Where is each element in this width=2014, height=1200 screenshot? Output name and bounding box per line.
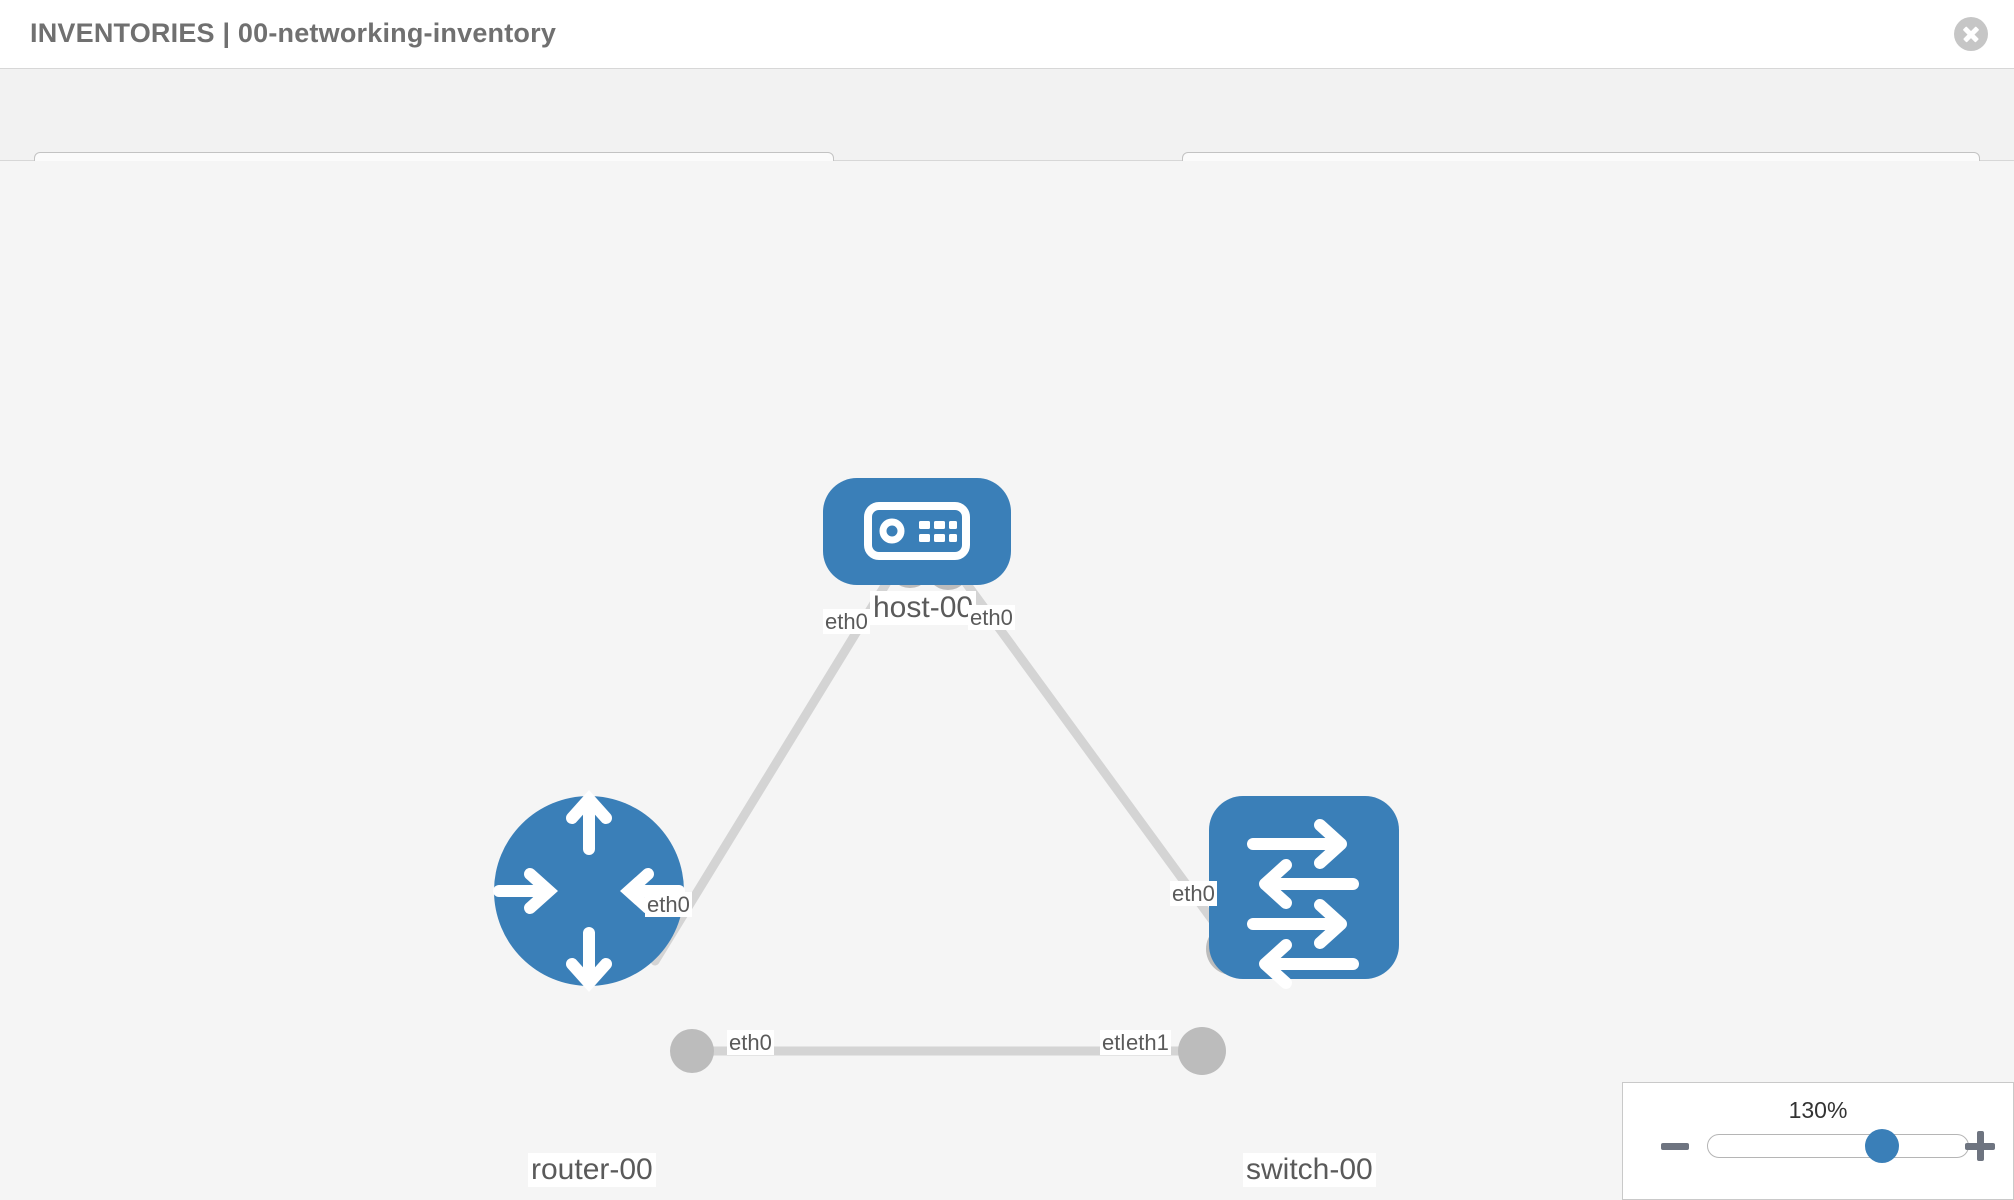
zoom-slider-thumb[interactable] — [1865, 1129, 1900, 1163]
node-host-00[interactable] — [823, 478, 1011, 585]
node-label-switch-00[interactable]: switch-00 — [1243, 1153, 1376, 1187]
node-label-router-00[interactable]: router-00 — [528, 1153, 656, 1187]
interface-label[interactable]: eth0 — [727, 1030, 774, 1056]
zoom-level-value: 130% — [1788, 1097, 1848, 1123]
link-layer — [650, 556, 1240, 1056]
server-icon — [864, 502, 970, 560]
page-title: INVENTORIES | 00-networking-inventory — [30, 18, 557, 48]
zoom-slider-track[interactable] — [1707, 1129, 1969, 1163]
minus-icon[interactable] — [1659, 1129, 1693, 1163]
interface-dot[interactable] — [1178, 1027, 1226, 1075]
interface-label[interactable]: eth1 — [1124, 1030, 1171, 1056]
page-header: INVENTORIES | 00-networking-inventory — [0, 0, 2014, 69]
plus-icon[interactable] — [1963, 1129, 1997, 1163]
node-switch-00[interactable] — [1209, 796, 1399, 989]
toolbar: ACTIONS SEARCH — [0, 69, 2014, 214]
node-router-00[interactable] — [493, 790, 685, 992]
close-icon[interactable] — [1954, 17, 1988, 51]
interface-label[interactable]: eth0 — [1170, 881, 1217, 907]
zoom-control-panel: 130% — [1622, 1082, 2014, 1200]
interface-label[interactable]: eth0 — [823, 609, 870, 635]
interface-label[interactable]: etl — [1100, 1030, 1128, 1056]
interface-dot[interactable] — [670, 1029, 714, 1073]
router-arrows-icon — [493, 790, 685, 992]
interface-label[interactable]: eth0 — [645, 892, 692, 918]
interface-label[interactable]: eth0 — [968, 605, 1015, 631]
topology-canvas[interactable]: host-00 router-00 switch-00 eth0 eth0 et… — [0, 161, 2014, 1200]
node-label-host-00[interactable]: host-00 — [870, 591, 977, 625]
switch-arrows-icon — [1247, 819, 1359, 989]
topology-graph — [493, 478, 1399, 1075]
